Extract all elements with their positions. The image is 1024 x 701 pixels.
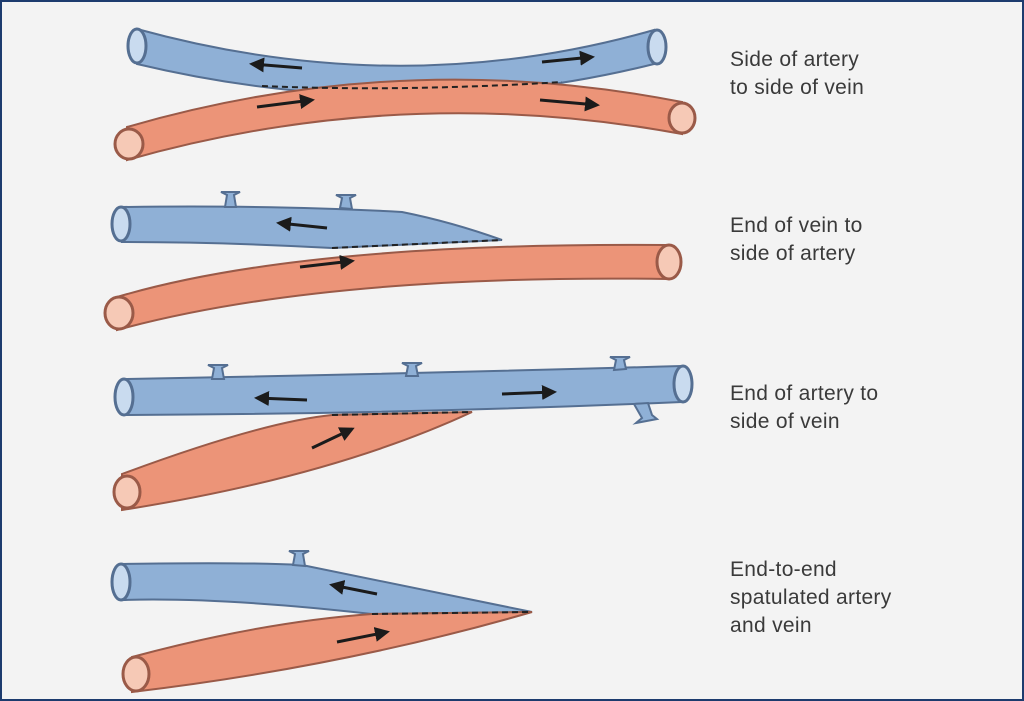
vein-branch	[288, 550, 310, 568]
artery-opening	[113, 127, 145, 161]
artery-opening	[121, 655, 151, 693]
vein-branch	[207, 364, 229, 380]
artery-opening	[112, 474, 142, 510]
flow-arrow	[336, 626, 390, 644]
artery-opening	[103, 295, 135, 331]
vein-branch	[609, 356, 631, 372]
caption-line: to side of vein	[730, 76, 865, 99]
caption-line: spatulated artery	[730, 586, 892, 609]
vein-opening	[646, 28, 668, 66]
panel-side-to-side	[113, 27, 697, 162]
artery-opening	[655, 243, 683, 281]
flow-arrow	[276, 216, 328, 232]
caption-line: End of artery to	[730, 382, 879, 405]
artery-vessel	[116, 243, 668, 332]
caption-line: and vein	[730, 614, 812, 637]
vein-branch	[220, 191, 241, 208]
artery-vessel	[126, 78, 683, 162]
anastomosis-line	[371, 611, 533, 615]
vein-opening	[110, 562, 132, 602]
flow-arrow	[539, 96, 600, 112]
panel-end-vein-side-artery	[103, 191, 683, 332]
vein-branch	[401, 362, 423, 377]
anastomosis-line	[331, 239, 503, 249]
caption-line: side of artery	[730, 242, 856, 265]
caption-end-vein-side-artery: End of vein to side of artery	[730, 212, 863, 268]
caption-line: side of vein	[730, 410, 840, 433]
vein-opening	[672, 364, 694, 404]
vein-vessel	[121, 562, 533, 616]
vein-branch	[632, 401, 660, 425]
caption-end-to-end: End-to-end spatulated artery and vein	[730, 556, 892, 640]
caption-line: Side of artery	[730, 48, 860, 71]
flow-arrow	[329, 579, 378, 596]
caption-line: End of vein to	[730, 214, 863, 237]
vein-vessel	[123, 364, 683, 417]
flow-arrow	[501, 384, 557, 400]
flow-arrow	[299, 254, 355, 270]
anastomosis-line	[261, 81, 563, 90]
flow-arrow	[254, 390, 308, 406]
panel-end-artery-side-vein	[112, 356, 694, 512]
flow-arrow	[249, 57, 303, 73]
flow-arrow	[311, 427, 355, 450]
artery-vessel	[131, 611, 533, 694]
caption-line: End-to-end	[730, 558, 837, 581]
vein-opening	[110, 205, 132, 243]
flow-arrow	[541, 50, 595, 66]
anastomosis-line	[331, 411, 473, 416]
artery-opening	[667, 101, 697, 135]
artery-vessel	[121, 411, 473, 512]
vein-opening	[113, 377, 135, 417]
vein-branch	[335, 194, 357, 211]
flow-arrow	[256, 94, 315, 109]
caption-side-to-side: Side of artery to side of vein	[730, 46, 864, 102]
panel-end-to-end	[110, 550, 533, 694]
caption-end-artery-side-vein: End of artery to side of vein	[730, 380, 878, 436]
vein-opening	[126, 27, 148, 65]
